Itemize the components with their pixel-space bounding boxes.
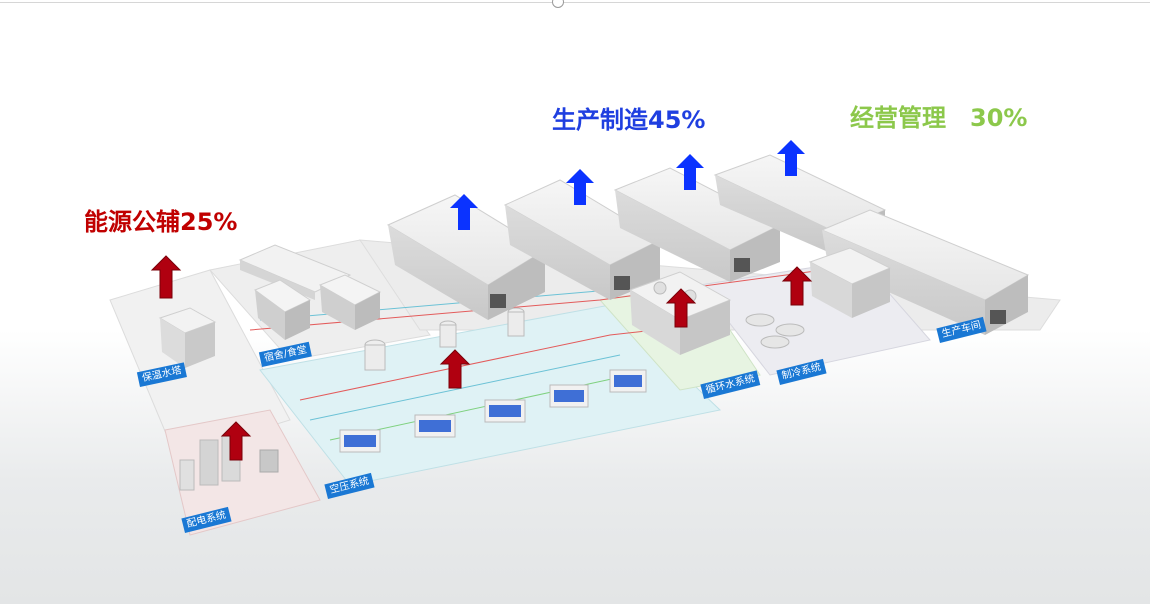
refrigeration-equipment [745, 247, 892, 349]
insulation-tower [158, 307, 217, 368]
red-arrows [150, 255, 813, 461]
management-category-title: 经营管理 30% [850, 104, 1028, 132]
up-arrow-red-icon [665, 288, 697, 328]
warehouse-3 [613, 167, 782, 282]
rotation-handle[interactable] [552, 0, 564, 8]
air-compressor-units [339, 307, 647, 453]
up-arrow-blue-icon [676, 154, 704, 190]
up-arrow-red-icon [150, 255, 182, 299]
top-divider [0, 2, 1150, 3]
blue-arrows [450, 140, 805, 230]
up-arrow-red-icon [439, 349, 471, 389]
dormitory-buildings [238, 244, 382, 340]
warehouse-1 [386, 194, 546, 320]
up-arrow-blue-icon [777, 140, 805, 176]
power-distribution-equipment [179, 435, 279, 491]
energy-category-title: 能源公辅25% [84, 208, 238, 236]
up-arrow-red-icon [781, 266, 813, 306]
manufacturing-category-title: 生产制造45% [552, 106, 706, 134]
up-arrow-red-icon [220, 421, 252, 461]
up-arrow-blue-icon [566, 169, 594, 205]
up-arrow-blue-icon [450, 194, 478, 230]
